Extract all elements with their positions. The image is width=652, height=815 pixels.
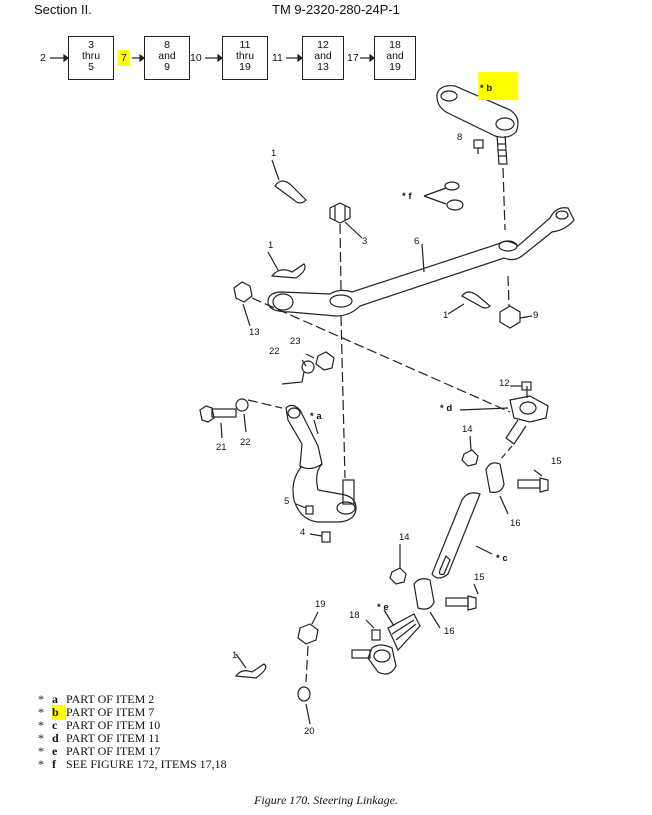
callout-1-left: 1: [268, 240, 274, 251]
callout-1-bottom: 1: [232, 650, 238, 661]
callout-4: 4: [300, 527, 306, 538]
callout-22-top: 22: [269, 346, 280, 357]
callout-16-top: 16: [510, 518, 521, 529]
callout-15-top: 15: [551, 456, 562, 467]
flow-entry-11: 11: [272, 52, 283, 64]
figure-caption: Figure 170. Steering Linkage.: [254, 793, 398, 807]
callout-12: 12: [499, 378, 510, 389]
flow-entry-10: 10: [190, 52, 202, 64]
adjusting-sleeve: [431, 492, 481, 579]
callout-21: 21: [216, 442, 227, 453]
tie-rod: [267, 207, 575, 317]
callout-13: 13: [249, 327, 260, 338]
section-label: Section II.: [34, 2, 92, 17]
callout-22-bottom: 22: [240, 437, 251, 448]
callout-8: 8: [457, 132, 463, 143]
callout-18: 18: [349, 610, 360, 621]
callout-b-top: * b: [480, 83, 493, 94]
callout-16-bottom: 16: [444, 626, 455, 637]
flow-entry-17: 17: [347, 52, 359, 64]
pitman-arm-top: [436, 85, 519, 138]
callout-e: * e: [377, 602, 389, 613]
callout-1-right: 1: [443, 310, 449, 321]
callout-f: * f: [402, 191, 412, 202]
callout-1-top: 1: [271, 148, 277, 159]
tm-number: TM 9-2320-280-24P-1: [272, 2, 400, 17]
callout-a: * a: [310, 411, 322, 422]
callout-20: 20: [304, 726, 315, 737]
callout-19: 19: [315, 599, 326, 610]
callout-3: 3: [362, 236, 368, 247]
highlight-b: [478, 72, 518, 100]
callout-6: 6: [414, 236, 420, 247]
flow-entry-7: 7: [118, 50, 130, 66]
callout-14-bottom: 14: [399, 532, 410, 543]
callout-23: 23: [290, 336, 301, 347]
callout-d: * d: [440, 403, 453, 414]
flow-entry-2: 2: [40, 52, 46, 64]
callout-5: 5: [284, 496, 290, 507]
callout-9: 9: [533, 310, 539, 321]
callout-15-bottom: 15: [474, 572, 485, 583]
callout-14-top: 14: [462, 424, 473, 435]
callout-c: * c: [496, 553, 508, 564]
